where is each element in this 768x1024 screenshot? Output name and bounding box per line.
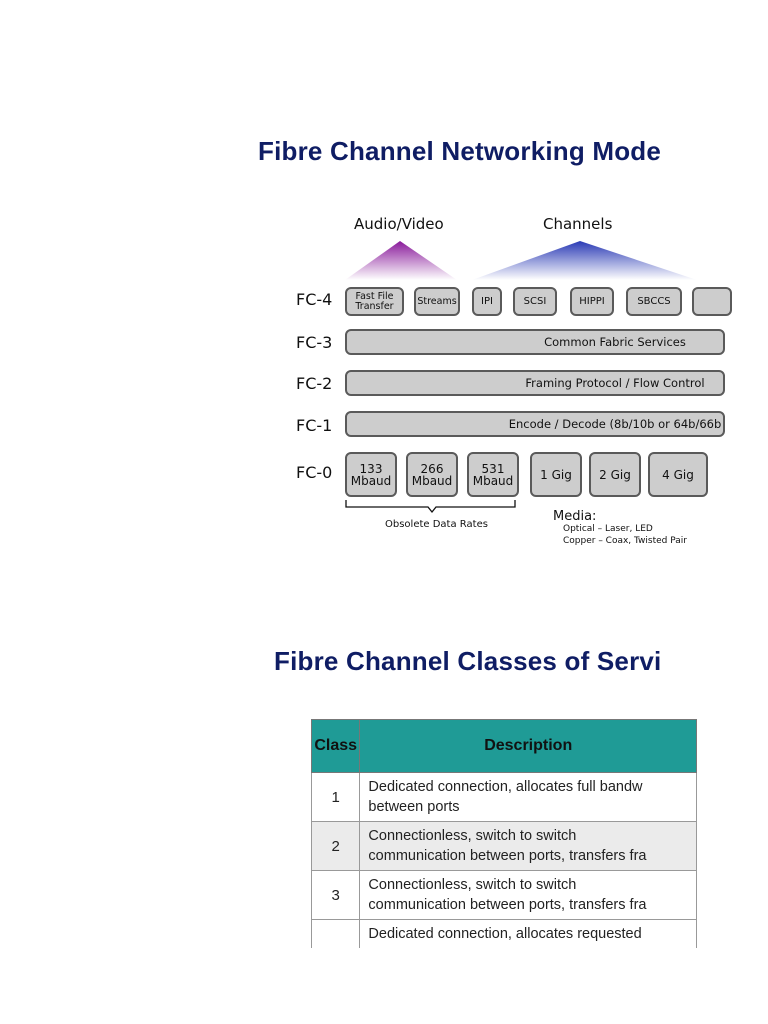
description-line: communication between ports, transfers f…: [368, 897, 647, 913]
fibre-channel-layer-diagram: Audio/Video Channels FC-4 FC-3 FC-2 FC-1…: [296, 215, 732, 546]
description-cell: Dedicated connection, allocates full ban…: [359, 772, 697, 822]
level-fc1-label: FC-1: [296, 416, 333, 435]
description-line: Connectionless, switch to switch: [368, 877, 577, 893]
channels-label: Channels: [543, 215, 613, 233]
description-line: Dedicated connection, allocates requeste…: [368, 926, 642, 942]
table-row: 2 Connectionless, switch to switch commun…: [310, 821, 697, 871]
media-title: Media:: [553, 509, 597, 524]
page-content-clip: Fibre Channel Networking Mode Audio/Vide…: [258, 136, 732, 948]
fc3-bar: Common Fabric Services: [345, 329, 725, 355]
fc0-box-1-gig: 1 Gig: [530, 452, 582, 497]
networking-model-title: Fibre Channel Networking Mode: [258, 136, 662, 166]
fc4-box-cut-off: [692, 287, 732, 316]
description-line: between ports: [368, 799, 460, 815]
class-cell: 3: [310, 870, 361, 920]
fc4-box-scsi: SCSI: [513, 287, 557, 316]
classes-of-service-table: Class Description 1 Dedicated connection…: [310, 719, 697, 948]
fc0-box-531-mbaud: 531 Mbaud: [467, 452, 519, 497]
fc0-box-4-gig: 4 Gig: [648, 452, 708, 497]
class-cell: 2: [310, 821, 361, 871]
fc0-box-266-mbaud: 266 Mbaud: [406, 452, 458, 497]
level-fc0-label: FC-0: [296, 463, 333, 482]
description-line: communication between ports, transfers f…: [368, 848, 647, 864]
fc0-box-133-mbaud: 133 Mbaud: [345, 452, 397, 497]
table-header-description: Description: [359, 719, 697, 773]
fc2-bar-label: Framing Protocol / Flow Control: [525, 376, 705, 390]
level-fc4-label: FC-4: [296, 290, 333, 309]
fc4-box-ipi: IPI: [472, 287, 502, 316]
level-fc3-label: FC-3: [296, 333, 333, 352]
fc0-box-2-gig: 2 Gig: [589, 452, 641, 497]
class-cell: 1: [310, 772, 361, 822]
description-line: Connectionless, switch to switch: [368, 828, 577, 844]
obsolete-rates-label: Obsolete Data Rates: [385, 519, 488, 530]
fc4-box-fast-file-transfer: Fast File Transfer: [345, 287, 404, 316]
fc1-bar-label: Encode / Decode (8b/10b or 64b/66b: [508, 417, 722, 431]
media-optical: Optical – Laser, LED: [563, 524, 653, 534]
class-cell: [310, 919, 361, 948]
audio-video-triangle: [345, 241, 457, 280]
table-row: 3 Connectionless, switch to switch commun…: [310, 870, 697, 920]
description-cell: Connectionless, switch to switch communic…: [359, 870, 697, 920]
fc2-bar: Framing Protocol / Flow Control: [345, 370, 725, 396]
fc4-box-sbccs: SBCCS: [626, 287, 682, 316]
fc1-bar: Encode / Decode (8b/10b or 64b/66b: [345, 411, 725, 437]
audio-video-label: Audio/Video: [354, 215, 444, 233]
level-fc2-label: FC-2: [296, 374, 333, 393]
obsolete-rates-brace: [345, 500, 516, 514]
table-row: 1 Dedicated connection, allocates full b…: [310, 772, 697, 822]
fc4-box-streams: Streams: [414, 287, 460, 316]
fc4-box-hippi: HIPPI: [570, 287, 614, 316]
channels-triangle: [472, 241, 697, 280]
table-header-row: Class Description: [310, 719, 697, 773]
classes-of-service-title: Fibre Channel Classes of Servi: [274, 646, 662, 676]
table-row: Dedicated connection, allocates requeste…: [310, 919, 697, 948]
description-line: Dedicated connection, allocates full ban…: [368, 779, 643, 795]
media-copper: Copper – Coax, Twisted Pair: [563, 536, 687, 546]
fc3-bar-label: Common Fabric Services: [544, 335, 686, 349]
description-cell: Dedicated connection, allocates requeste…: [359, 919, 697, 948]
diagram-graphics: [345, 241, 697, 514]
description-cell: Connectionless, switch to switch communic…: [359, 821, 697, 871]
table-header-class: Class: [310, 719, 361, 773]
